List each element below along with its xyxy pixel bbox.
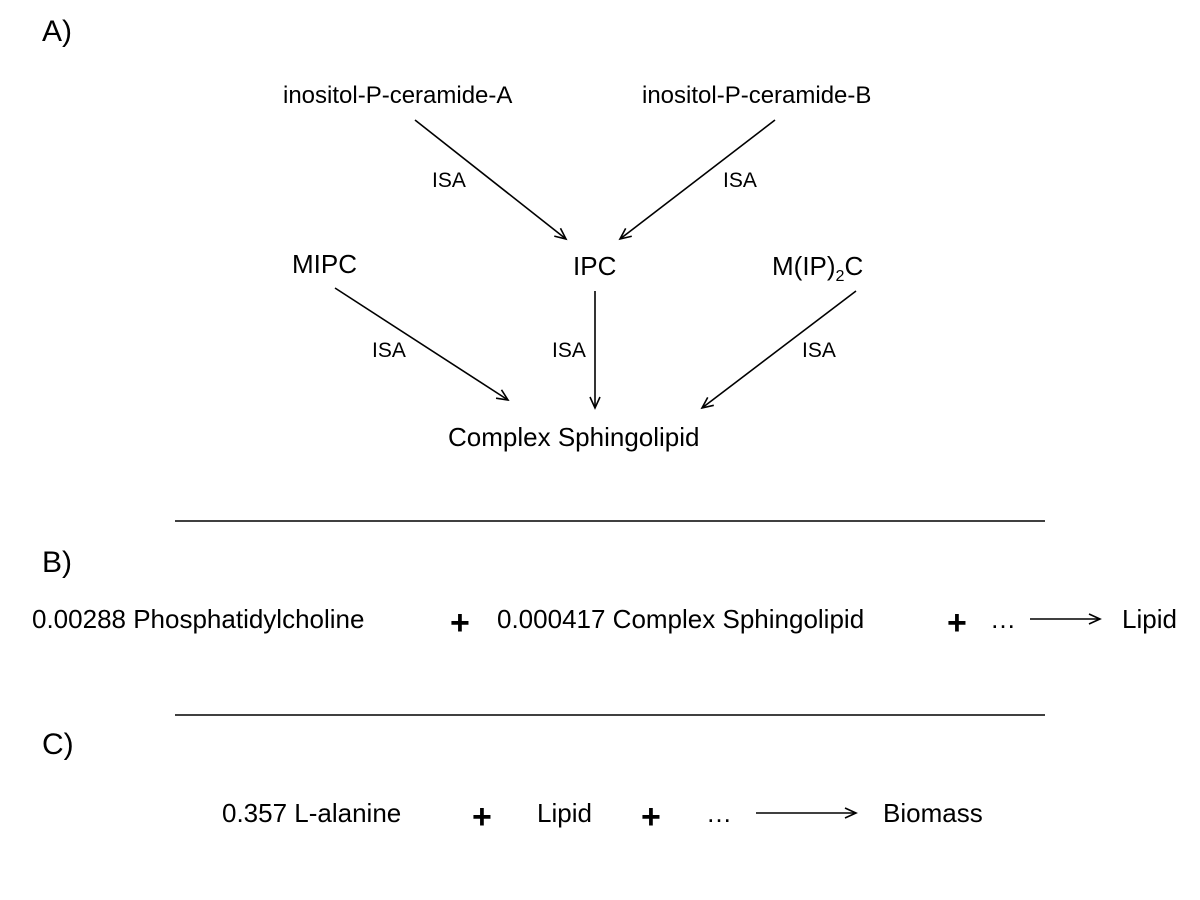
reaction-c-plus2: +: [641, 798, 661, 836]
reaction-b-ellipsis: …: [990, 604, 1016, 634]
node-mip2c-suffix: C: [844, 251, 864, 281]
node-ipc: IPC: [573, 251, 617, 281]
panel-b-label: B): [42, 546, 72, 579]
reaction-c-plus1: +: [472, 798, 492, 836]
arrow-ipc-b-to-ipc: [618, 119, 776, 241]
reaction-b-plus2: +: [947, 604, 967, 642]
reaction-b-plus1: +: [450, 604, 470, 642]
node-mip2c-prefix: M(IP): [772, 251, 836, 281]
edge-label-isa-ipc: ISA: [552, 339, 586, 362]
reaction-c-term2: Lipid: [537, 798, 592, 828]
reaction-c-ellipsis: …: [706, 798, 732, 828]
panel-c-label: C): [42, 728, 74, 761]
reaction-c-term1: 0.357 L-alanine: [222, 798, 402, 828]
reaction-b-product: Lipid: [1122, 604, 1177, 634]
edge-label-isa-mip2c: ISA: [802, 339, 836, 362]
arrow-ipc-a-to-ipc: [414, 119, 568, 241]
reaction-b-term2: 0.000417 Complex Sphingolipid: [497, 604, 865, 634]
node-mipc: MIPC: [292, 249, 357, 279]
reaction-b-term1: 0.00288 Phosphatidylcholine: [32, 604, 365, 634]
node-inositol-p-ceramide-b: inositol-P-ceramide-B: [642, 82, 872, 109]
node-complex-sphingolipid: Complex Sphingolipid: [448, 422, 700, 452]
arrow-mipc-to-complex: [334, 287, 510, 402]
edge-label-isa-a: ISA: [432, 169, 466, 192]
panel-a-label: A): [42, 15, 72, 48]
reaction-c-product: Biomass: [883, 798, 983, 828]
edge-label-isa-mipc: ISA: [372, 339, 406, 362]
edge-label-isa-b: ISA: [723, 169, 757, 192]
node-mip2c: M(IP)2C: [772, 253, 863, 284]
arrow-mip2c-to-complex: [700, 290, 857, 410]
node-inositol-p-ceramide-a: inositol-P-ceramide-A: [283, 82, 513, 109]
node-mip2c-subscript: 2: [835, 267, 845, 286]
